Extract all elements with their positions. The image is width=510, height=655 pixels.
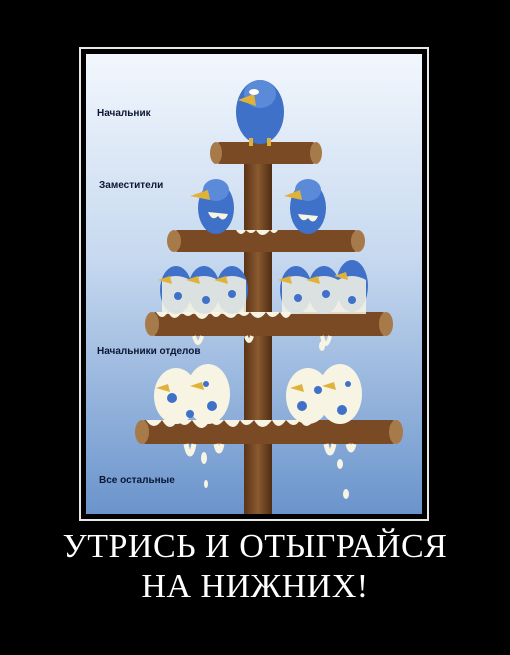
perch-boss [210,142,322,164]
label-deputies: Заместители [99,180,164,191]
label-boss: Начальник [97,108,151,119]
deputy-bird [284,179,326,234]
perch-deputies [167,230,365,252]
department-head-birds-right [278,260,368,314]
label-department-heads: Начальники отделов [97,346,201,357]
poster-frame [79,47,429,521]
perch-everyone-else [135,420,403,457]
boss-bird [236,80,284,146]
illustration: Начальник Заместители Начальники отделов… [86,54,422,514]
department-head-birds-left [158,266,248,314]
deputy-bird [190,179,234,234]
caption-line-2: НА НИЖНИХ! [141,568,369,605]
caption-line-1: УТРИСЬ И ОТЫГРАЙСЯ [62,528,448,565]
label-everyone-else: Все остальные [99,475,175,486]
lowest-birds-left [154,364,230,424]
falling-droppings [201,341,349,499]
perch-department-heads [145,312,393,346]
lowest-birds-right [286,364,362,424]
